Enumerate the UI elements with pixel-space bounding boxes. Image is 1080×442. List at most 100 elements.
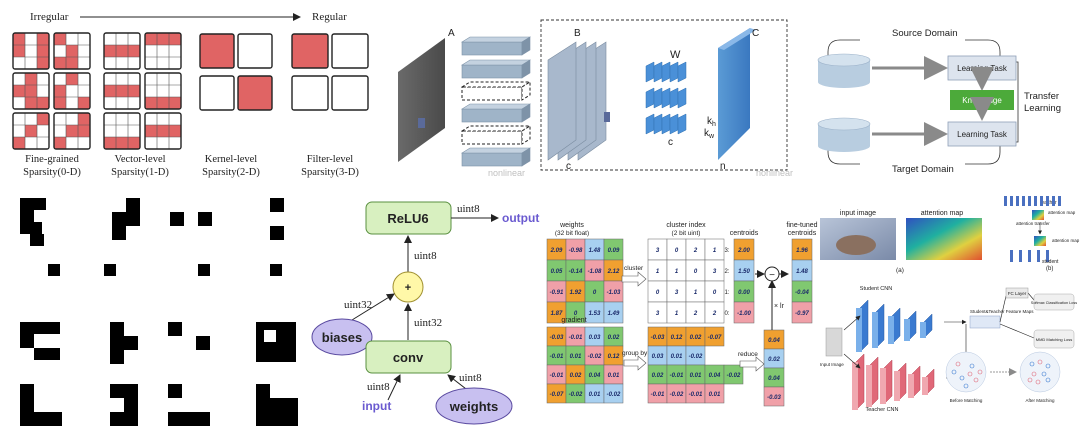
cell-value: 0.01 [709,392,721,398]
label-kh: kh [707,116,716,128]
cell-value: 1.92 [570,290,582,296]
binary-block [112,212,140,226]
binary-shape [168,322,210,350]
kernel-slice [653,61,663,83]
input-label: input [362,399,391,413]
cell-value: 0.00 [738,290,750,296]
cell-value: 1.49 [608,311,620,317]
slab-front [461,86,523,101]
after-matching-label: After Matching [1025,398,1055,403]
teacher-bar [1028,196,1031,206]
slab-side [521,36,531,56]
sparsity-label-3-line2: Sparsity(3-D) [301,167,359,178]
kernel-slice [669,113,679,135]
feature-maps-label: Student&Teacher Feature Maps [970,309,1034,314]
fine-kernel [12,72,50,110]
kernel-border [103,112,141,150]
source-database-icon [817,53,871,88]
sparse-cell [25,73,37,85]
filter-block [291,33,329,69]
vector-kernel [103,112,141,150]
sparse-cell [66,73,78,85]
cell-value: 0.02 [570,373,582,379]
cell-value: -0.07 [550,392,564,398]
kernel-border [53,112,91,150]
cell-value: -1.03 [607,290,621,296]
feature-dot [1045,363,1051,369]
output-label: output [502,211,539,225]
sparse-cell [13,137,25,149]
biases-node [311,318,373,356]
table-cell [723,364,744,385]
sparse-cell [128,137,140,149]
binary-block [270,264,282,276]
sparse-cell [37,113,49,125]
fine-kernel [53,32,91,70]
sparse-cell [37,45,49,57]
teacher-bar [1052,196,1055,206]
centroid-index: 3: [724,248,729,254]
sparse-cell [157,125,169,137]
regular-label: Regular [312,11,347,23]
cell-value: 0.01 [570,354,582,360]
centroid-index: 2: [724,269,729,275]
label-c-small: c [668,137,673,148]
cell-value: -0.91 [550,290,564,296]
slab-front [461,64,523,79]
feature-dot [977,369,983,375]
teacher-layer-face [866,365,872,407]
cell-value: 0.12 [671,335,683,341]
cell-value: 1 [713,248,717,254]
cell-value: -0.01 [569,335,583,341]
cell-value: 0.12 [608,354,620,360]
uint8-top: uint8 [457,203,480,215]
transfer-label-line1: Transfer [1024,91,1059,102]
cell-value: 3 [656,311,660,317]
cell-value: -0.01 [651,392,665,398]
attention-map-small-2: attention map [1052,238,1080,243]
binary-shape [112,198,140,240]
cell-value: -0.02 [670,392,684,398]
slab-side [521,103,531,123]
sparse-cell [128,45,140,57]
mmd-loss-label: MMD Matching Loss [1036,337,1072,342]
kernel-block [237,33,273,69]
cell-value: 0 [713,290,717,296]
student-layer-face [888,316,894,344]
student-layer-face [872,312,878,348]
cell-value: 0 [694,269,698,275]
attention-map-image [906,218,982,260]
transfer-label-line2: Learning [1024,103,1061,114]
slab-top [460,81,532,88]
binary-block [30,234,44,246]
cell-value: -0.01 [689,392,703,398]
student-bar [1028,250,1031,262]
sparse-cell [25,85,37,97]
cell-value: 0.04 [768,376,780,382]
binary-block [110,384,138,398]
cluster-arrow [621,271,647,287]
teacher-layer-face [894,371,900,401]
index-title: cluster index [666,222,706,229]
biases-label: biases [322,330,362,345]
sparse-cell [104,85,116,97]
binary-shape [110,384,138,426]
binary-block [126,198,140,212]
tensor-c [718,28,750,160]
plus-node [392,271,424,303]
input-to-teacher [843,353,861,369]
cell-value: -0.02 [569,392,583,398]
binary-block [20,334,34,348]
cell-value: -0.07 [708,335,722,341]
vector-kernel [144,72,182,110]
binary-shape [170,212,212,226]
binary-block [34,348,60,360]
binary-block [110,412,138,426]
teacher-layer-face [922,377,928,395]
sparse-cell [157,97,169,109]
teacher-layer-face [908,374,914,398]
sparse-cell [145,97,157,109]
slab-side [521,147,531,167]
